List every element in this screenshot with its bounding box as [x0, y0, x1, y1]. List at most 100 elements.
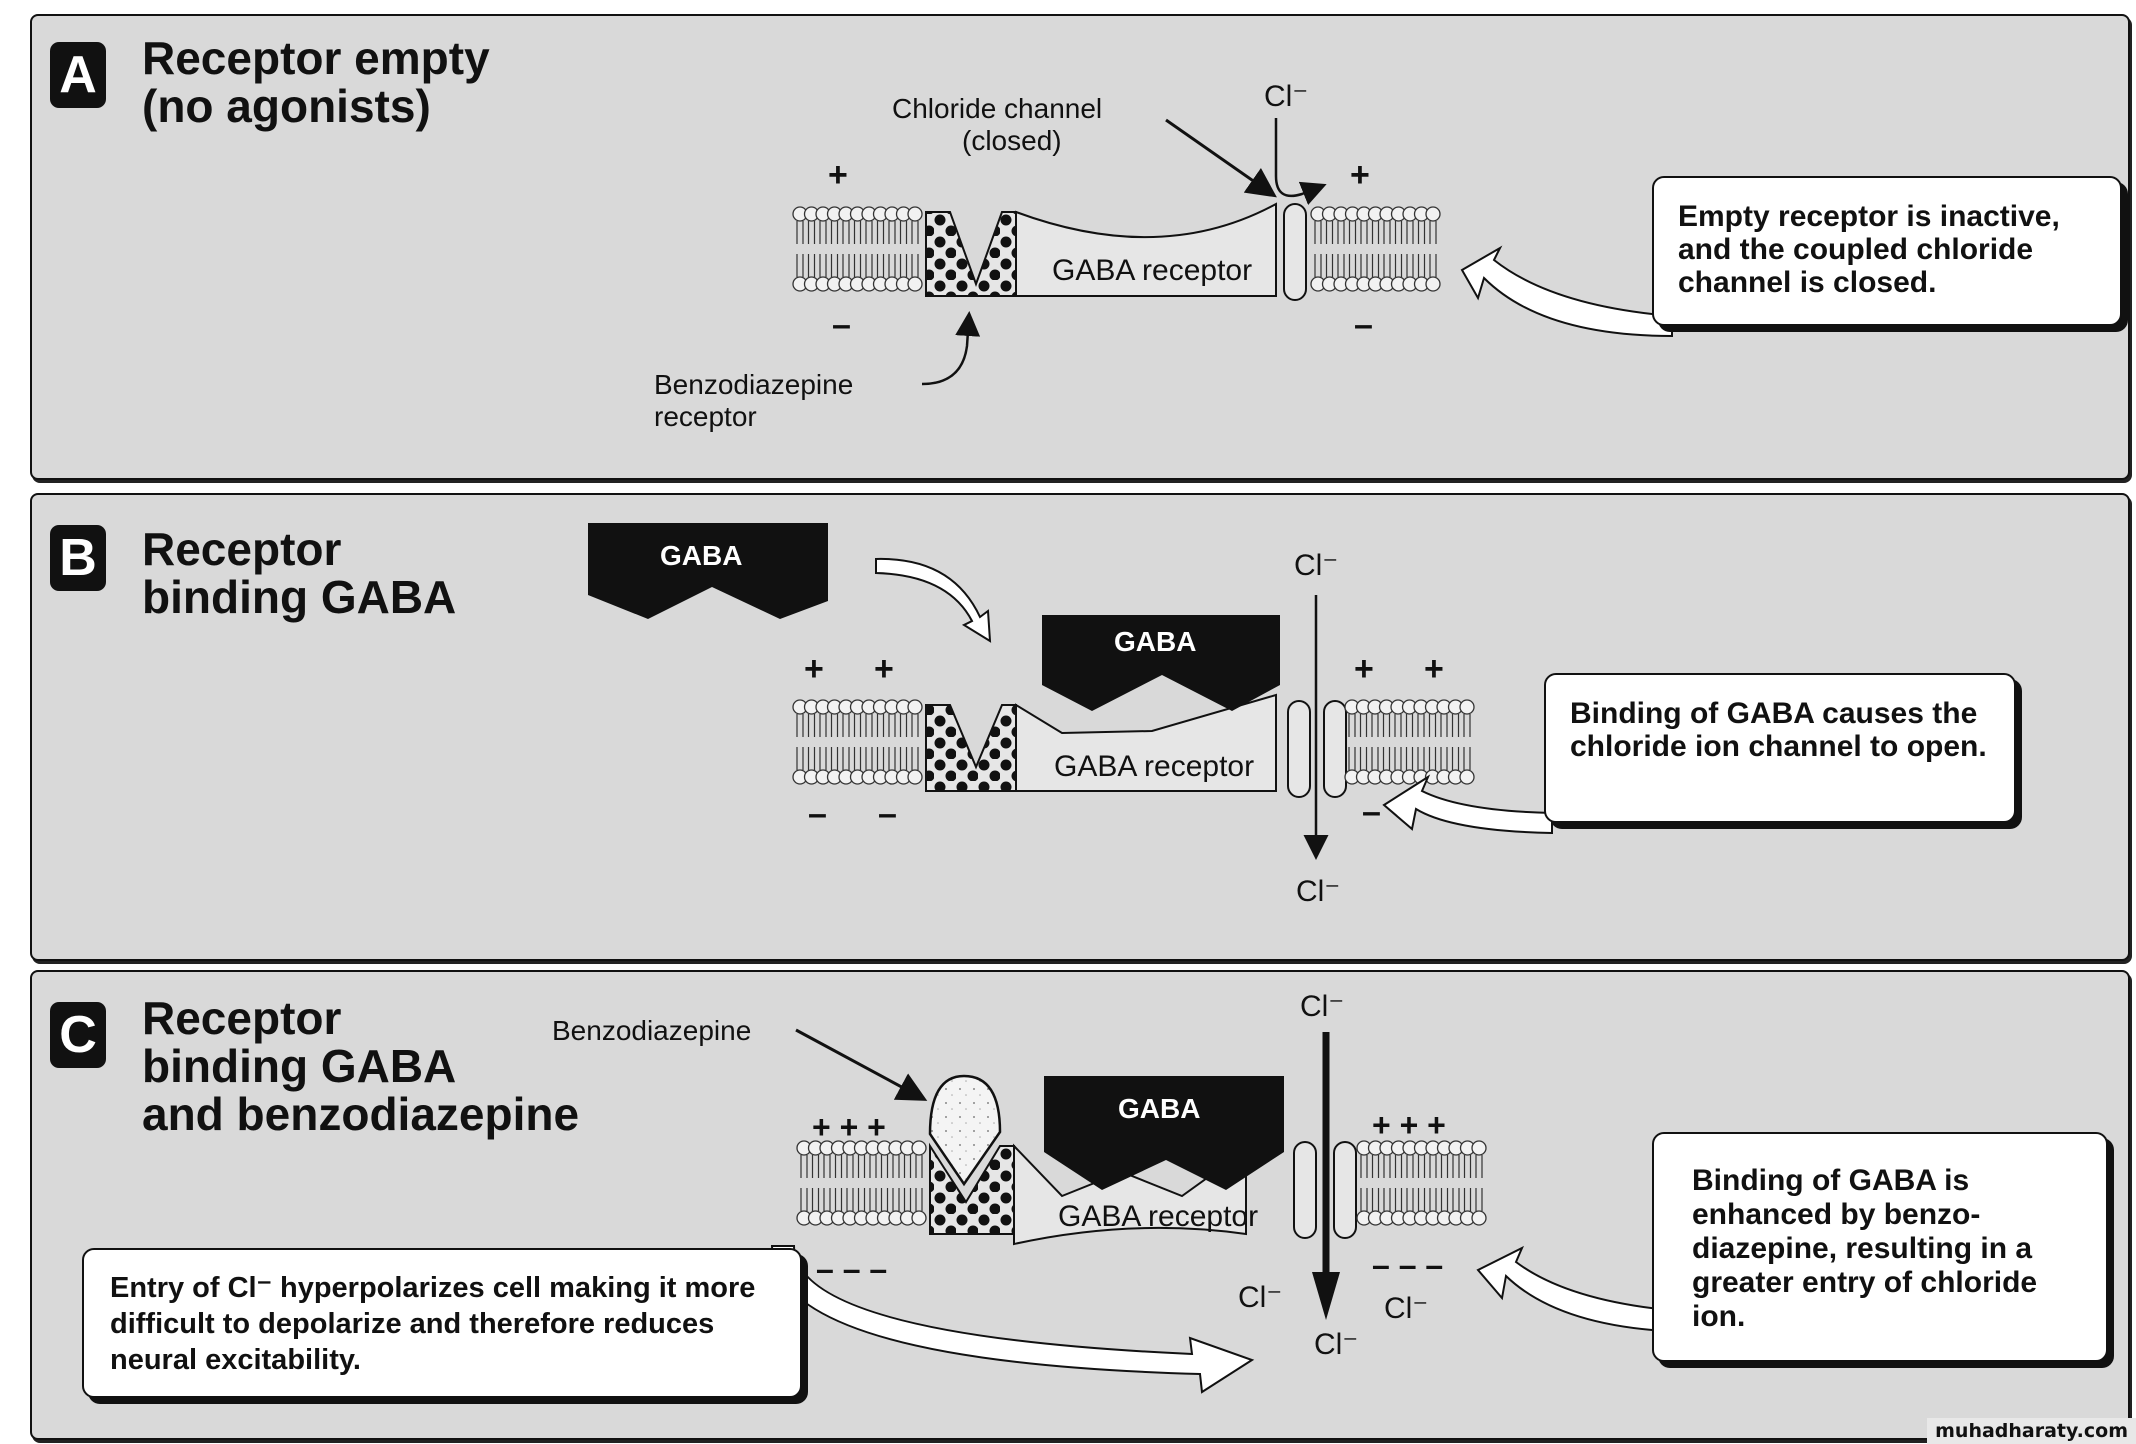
phospholipid	[838, 699, 854, 785]
phospholipid	[865, 1140, 881, 1226]
phospholipid	[1390, 206, 1407, 292]
charge-minus: –	[1354, 306, 1373, 344]
charge-plus: +	[1424, 650, 1444, 688]
phospholipid	[884, 206, 900, 292]
phospholipid	[1378, 699, 1395, 785]
lipid-bilayer-right	[1310, 206, 1441, 292]
phospholipid	[826, 699, 843, 785]
callout-bzd-enhancement: Binding of GABA is enhanced by benzo-dia…	[1652, 1132, 2108, 1362]
phospholipid	[1413, 699, 1429, 785]
phospholipid	[1447, 699, 1464, 785]
phospholipid	[807, 1140, 824, 1226]
callout-empty-receptor: Empty receptor is inactive, and the coup…	[1652, 176, 2122, 326]
phospholipid	[888, 1140, 904, 1226]
phospholipid	[1367, 699, 1383, 785]
membrane-diagram: GABA receptor Chloride channel (closed) …	[654, 80, 1673, 432]
phospholipid	[1424, 699, 1441, 785]
phospholipid	[792, 699, 808, 785]
phospholipid	[815, 206, 831, 292]
charge-minus: –	[832, 306, 851, 344]
phospholipid	[907, 699, 923, 785]
bzd-pointer-arrow	[795, 1028, 928, 1101]
phospholipid	[876, 1140, 893, 1226]
panel-badge: C	[50, 1002, 106, 1068]
gaba-label: GABA	[1114, 626, 1196, 657]
charge-minus: – – –	[816, 1251, 887, 1287]
chloride-ion-top: Cl⁻	[1294, 549, 1338, 582]
phospholipid	[907, 206, 923, 292]
gaba-receptor-label: GABA receptor	[1054, 750, 1254, 783]
gaba-receptor-label: GABA receptor	[1058, 1200, 1258, 1233]
panel-receptor-binding-gaba: B Receptor binding GABA GABA GABA GABA r…	[30, 493, 2130, 961]
charge-plus: + + +	[1372, 1107, 1446, 1143]
panel-receptor-binding-gaba-bzd: C Receptor binding GABA and benzodiazepi…	[30, 970, 2130, 1440]
phospholipid	[895, 699, 912, 785]
chloride-ion-right: Cl⁻	[1384, 1292, 1428, 1325]
panel-badge: B	[50, 525, 106, 591]
ion-blocked-arrow	[1274, 118, 1327, 206]
gaba-receptor-label: GABA receptor	[1052, 254, 1252, 287]
charge-plus: +	[1354, 650, 1374, 688]
callout-neural-excitability: Entry of Cl⁻ hyperpolarizes cell making …	[82, 1248, 802, 1398]
gaba-molecule-bound	[1044, 1076, 1284, 1190]
callout-arrow	[1382, 774, 1553, 835]
phospholipid	[1401, 699, 1418, 785]
chloride-ion-label: Cl⁻	[1264, 80, 1308, 113]
phospholipid	[1355, 699, 1372, 785]
phospholipid	[861, 699, 877, 785]
lipid-bilayer-left	[792, 206, 923, 292]
phospholipid	[792, 206, 808, 292]
bzd-receptor-label: receptor	[654, 401, 757, 432]
phospholipid	[803, 699, 820, 785]
phospholipid	[911, 1140, 927, 1226]
membrane-diagram: GABA GABA GABA receptor Cl⁻ Cl⁻ + + + + …	[588, 523, 1553, 908]
phospholipid	[1425, 1140, 1441, 1226]
gaba-receptor	[1015, 693, 1277, 792]
charge-plus: + + +	[812, 1109, 886, 1145]
lipid-bilayer-right	[1356, 1140, 1487, 1226]
phospholipid	[830, 1140, 847, 1226]
panel-badge: A	[50, 42, 106, 108]
chloride-channel-open-right	[1323, 700, 1347, 798]
charge-plus: +	[828, 156, 848, 194]
panel-title: Receptor binding GABA	[142, 523, 457, 623]
lipid-bilayer-left	[792, 699, 923, 785]
phospholipid	[796, 1140, 812, 1226]
benzodiazepine-label: Benzodiazepine	[552, 1015, 751, 1046]
gaba-receptor	[1015, 202, 1277, 297]
phospholipid	[1356, 206, 1372, 292]
chloride-ion-bottom: Cl⁻	[1296, 875, 1340, 908]
phospholipid	[1310, 206, 1326, 292]
phospholipid	[1321, 206, 1338, 292]
phospholipid	[872, 699, 889, 785]
benzodiazepine-molecule	[928, 1074, 1002, 1187]
phospholipid	[884, 699, 900, 785]
lipid-bilayer-left	[796, 1140, 927, 1226]
phospholipid	[1436, 699, 1452, 785]
phospholipid	[1425, 206, 1441, 292]
benzodiazepine-receptor	[925, 704, 1017, 792]
bzd-pointer-arrow	[921, 311, 981, 386]
binding-motion-arrow	[875, 557, 992, 643]
ion-flow-arrowhead	[1312, 1272, 1340, 1320]
charge-minus: – – –	[1372, 1247, 1443, 1283]
bzd-receptor-label: Benzodiazepine	[654, 369, 853, 400]
charge-minus: –	[808, 795, 827, 833]
phospholipid	[1344, 699, 1360, 785]
phospholipid	[849, 699, 866, 785]
charge-plus: +	[804, 650, 824, 688]
phospholipid	[853, 1140, 870, 1226]
panel-title: Receptor binding GABA and benzodiazepine	[142, 992, 580, 1140]
phospholipid	[1471, 1140, 1487, 1226]
gaba-molecule-bound	[1042, 615, 1280, 711]
chloride-channel-open-left	[1287, 700, 1311, 798]
chloride-channel-open-right	[1333, 1141, 1357, 1239]
panel-title: Receptor empty (no agonists)	[142, 32, 490, 132]
phospholipid	[1459, 699, 1475, 785]
watermark: muhadharaty.com	[1927, 1418, 2136, 1444]
phospholipid	[819, 1140, 835, 1226]
phospholipid	[1379, 206, 1395, 292]
chloride-channel-closed	[1283, 203, 1307, 301]
phospholipid	[815, 699, 831, 785]
gaba-molecule-free	[588, 523, 828, 619]
